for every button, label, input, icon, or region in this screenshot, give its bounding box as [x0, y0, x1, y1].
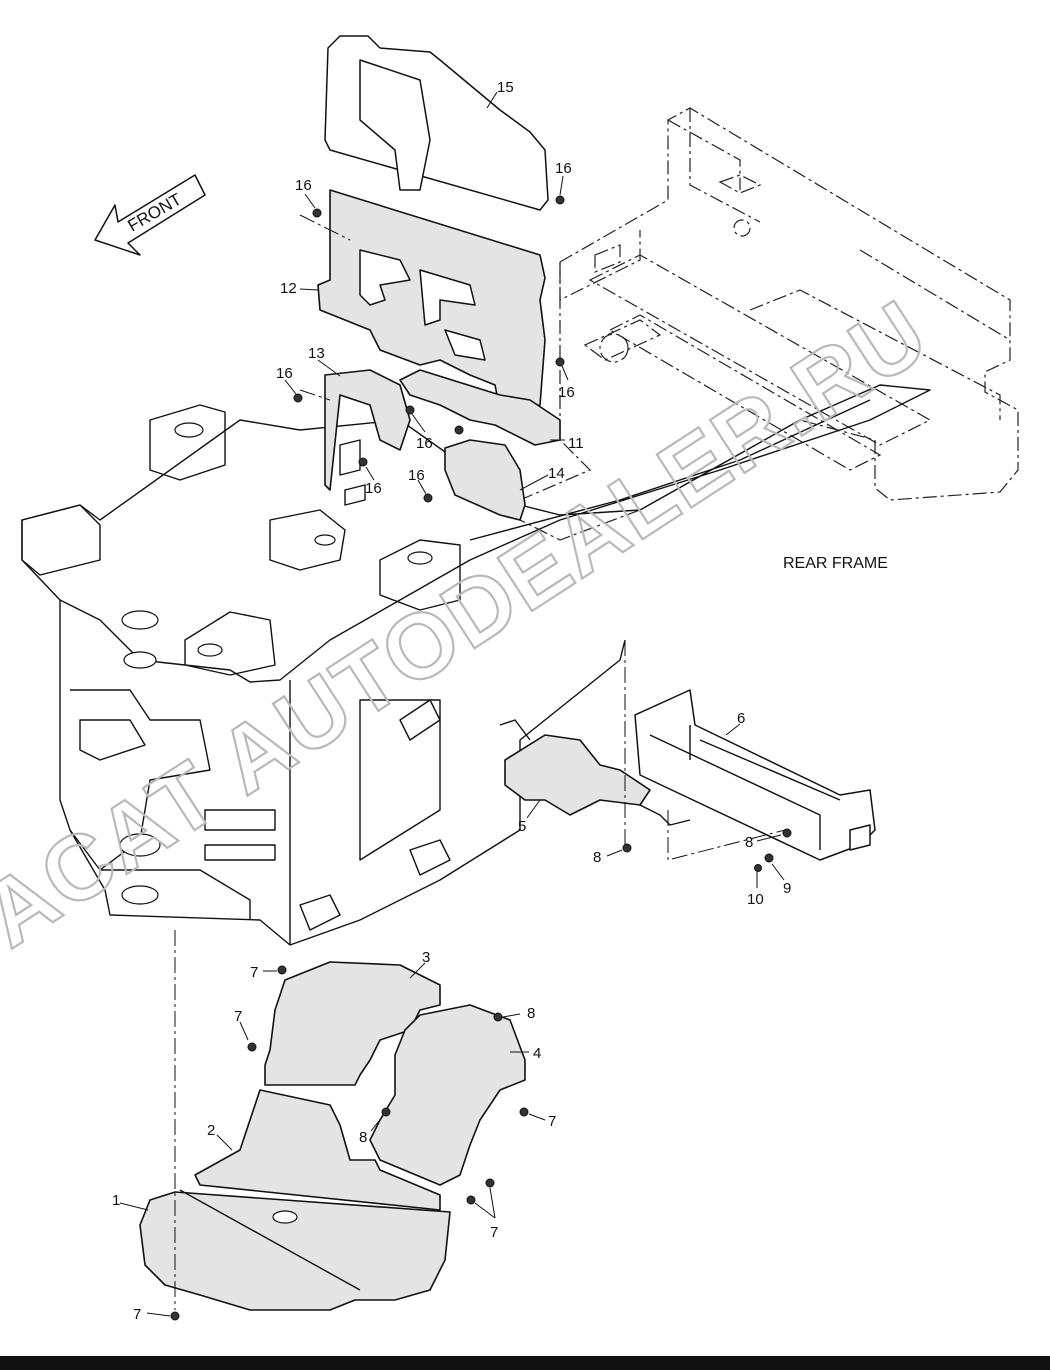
fasteners	[170, 195, 792, 1321]
callout-11: 11	[568, 435, 584, 452]
bottom-border-bar	[0, 1356, 1050, 1370]
part-13-bracket	[324, 369, 411, 506]
leader-lines	[119, 91, 785, 1317]
part-3-bottom-cover	[264, 961, 441, 1086]
part-1-bottom-plate	[139, 1189, 451, 1311]
callout-16: 16	[276, 365, 293, 382]
callout-7: 7	[133, 1306, 141, 1323]
callout-16: 16	[365, 480, 382, 497]
alignment-lines	[174, 214, 786, 1310]
callout-5: 5	[518, 818, 526, 835]
callout-16: 16	[558, 384, 575, 401]
callout-4: 4	[533, 1045, 541, 1062]
callout-labels: 15 16 16 12 13 16 16 16 11 16 14 16 6 5 …	[112, 79, 791, 1323]
part-4-side-cover	[369, 1004, 526, 1186]
callout-12: 12	[280, 280, 297, 297]
callout-16: 16	[295, 177, 312, 194]
callout-7: 7	[548, 1113, 556, 1130]
callout-7: 7	[250, 964, 258, 981]
rear-frame-caption: REAR FRAME	[783, 555, 888, 572]
front-direction-arrow: FRONT	[94, 174, 206, 256]
callout-8: 8	[745, 834, 753, 851]
front-frame	[21, 384, 931, 946]
part-12-plate	[317, 189, 546, 411]
part-6-channel	[634, 689, 876, 861]
callout-15: 15	[497, 79, 514, 96]
callout-13: 13	[308, 345, 325, 362]
callout-6: 6	[737, 710, 745, 727]
callout-3: 3	[422, 949, 430, 966]
callout-1: 1	[112, 1192, 120, 1209]
rear-frame-outline	[519, 107, 1019, 541]
part-2-bottom-cover	[194, 1089, 441, 1211]
callout-14: 14	[548, 465, 565, 482]
part-15-cover-plate	[324, 35, 549, 211]
callout-2: 2	[207, 1122, 215, 1139]
callout-9: 9	[783, 880, 791, 897]
callout-10: 10	[747, 891, 764, 908]
callout-7: 7	[490, 1224, 498, 1241]
part-5-plate	[499, 719, 691, 826]
callout-7: 7	[234, 1008, 242, 1025]
part-14-cover	[444, 439, 526, 521]
part-11-plate	[399, 369, 561, 446]
callout-8: 8	[359, 1129, 367, 1146]
callout-16: 16	[416, 435, 433, 452]
callout-8: 8	[527, 1005, 535, 1022]
callout-16: 16	[555, 160, 572, 177]
callout-16: 16	[408, 467, 425, 484]
callout-8: 8	[593, 849, 601, 866]
